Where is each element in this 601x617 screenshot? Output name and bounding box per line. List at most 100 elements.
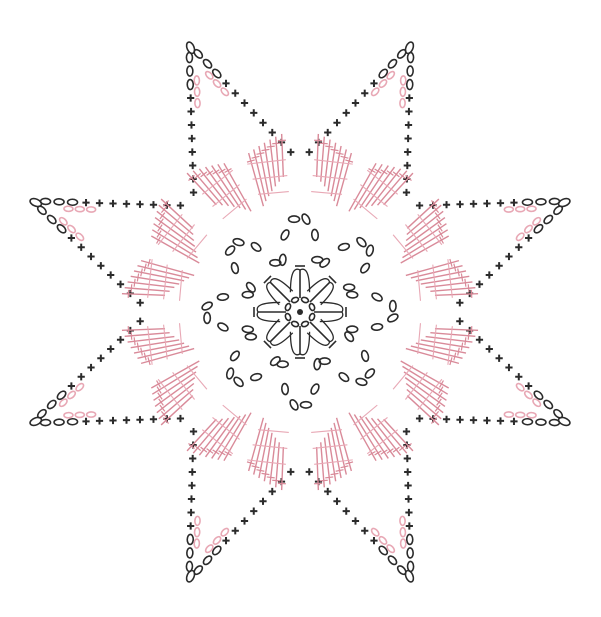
single-crochet (78, 244, 85, 251)
chain-stitch (523, 224, 533, 234)
single-crochet (333, 119, 340, 126)
double-crochet-bar (381, 170, 388, 174)
chain-stitch (194, 76, 199, 85)
chain-stitch (220, 87, 230, 97)
single-crochet (222, 80, 229, 87)
single-crochet (82, 199, 89, 206)
chain-stitch (557, 197, 571, 208)
double-crochet-bar (267, 477, 275, 478)
single-crochet (187, 94, 194, 101)
chain-stitch (281, 383, 288, 395)
chain-stitch (250, 241, 263, 253)
single-crochet (403, 189, 410, 196)
single-crochet (486, 271, 493, 278)
double-crochet-bar (468, 332, 469, 340)
double-crochet-bar (157, 387, 161, 394)
single-crochet (416, 415, 423, 422)
double-crochet-bar (141, 348, 143, 356)
chain-stitch (194, 528, 199, 537)
double-crochet-bar (131, 332, 132, 340)
single-crochet (189, 468, 196, 475)
single-crochet (287, 149, 294, 156)
double-crochet-bar (439, 387, 443, 394)
single-crochet (232, 90, 239, 97)
single-crochet (117, 281, 124, 288)
chain-stitch (87, 207, 96, 212)
chain-stitch (378, 535, 388, 545)
chain-stitch (201, 301, 214, 312)
chain-stitch (346, 291, 358, 298)
chain-stitch (314, 358, 321, 370)
chain-stitch (515, 232, 525, 242)
chain-stitch (195, 516, 200, 525)
single-crochet (486, 345, 493, 352)
chain-stitch (557, 416, 571, 427)
single-crochet (107, 345, 114, 352)
single-crochet (404, 148, 411, 155)
chain-stitch (29, 416, 43, 427)
chain-stitch (194, 539, 199, 548)
double-crochet-bar (157, 231, 161, 238)
chain-stitch (371, 292, 384, 303)
chain-stitch (523, 390, 533, 400)
single-crochet (324, 488, 331, 495)
chain-stitch (516, 206, 525, 211)
single-crochet (456, 318, 463, 325)
chain-stitch (318, 257, 331, 269)
chain-stitch (371, 323, 383, 330)
single-crochet (123, 200, 130, 207)
single-crochet (476, 281, 483, 288)
chain-stitch (527, 412, 536, 417)
single-crochet (189, 162, 196, 169)
chain-stitch (67, 199, 77, 205)
single-crochet (188, 135, 195, 142)
single-crochet (187, 108, 194, 115)
single-crochet (505, 364, 512, 371)
chain-stitch (400, 539, 405, 548)
single-crochet (87, 364, 94, 371)
single-crochet (483, 417, 490, 424)
chain-stitch (54, 419, 64, 425)
chain-stitch (522, 419, 532, 425)
chain-stitch (212, 535, 222, 545)
single-crochet (68, 382, 75, 389)
double-crochet-bar (267, 146, 275, 147)
chain-stitch (387, 58, 398, 69)
chain-stitch (232, 376, 244, 388)
double-crochet-bar (325, 146, 333, 147)
single-crochet (187, 509, 194, 516)
chain-stitch (370, 527, 380, 537)
chain-stitch (308, 313, 315, 321)
double-crochet-bar (375, 169, 382, 173)
single-crochet (416, 202, 423, 209)
single-crochet (190, 428, 197, 435)
double-crochet-bar (468, 284, 469, 292)
double-crochet-bar (262, 149, 270, 150)
single-crochet (361, 90, 368, 97)
double-crochet-bar (159, 399, 164, 405)
double-crochet-bar (219, 451, 226, 455)
single-crochet (405, 135, 412, 142)
double-crochet-bar (137, 343, 138, 351)
single-crochet (370, 537, 377, 544)
single-crochet (68, 234, 75, 241)
chain-stitch (230, 262, 239, 274)
single-crochet (97, 262, 104, 269)
double-crochet-bar (325, 477, 333, 478)
chain-stitch (187, 66, 193, 76)
single-crochet (443, 416, 450, 423)
single-crochet (259, 498, 266, 505)
single-crochet (456, 201, 463, 208)
double-crochet-bar (256, 153, 264, 155)
chain-stitch (187, 534, 193, 544)
chain-stitch (400, 516, 405, 525)
double-crochet-bar (438, 393, 442, 400)
chain-stitch (75, 412, 84, 417)
single-crochet (137, 318, 144, 325)
chain-stitch (300, 213, 311, 226)
single-crochet (515, 244, 522, 251)
chain-stitch (245, 333, 256, 339)
chain-stitch (308, 303, 315, 311)
single-crochet (405, 509, 412, 516)
chain-stitch (311, 229, 318, 241)
